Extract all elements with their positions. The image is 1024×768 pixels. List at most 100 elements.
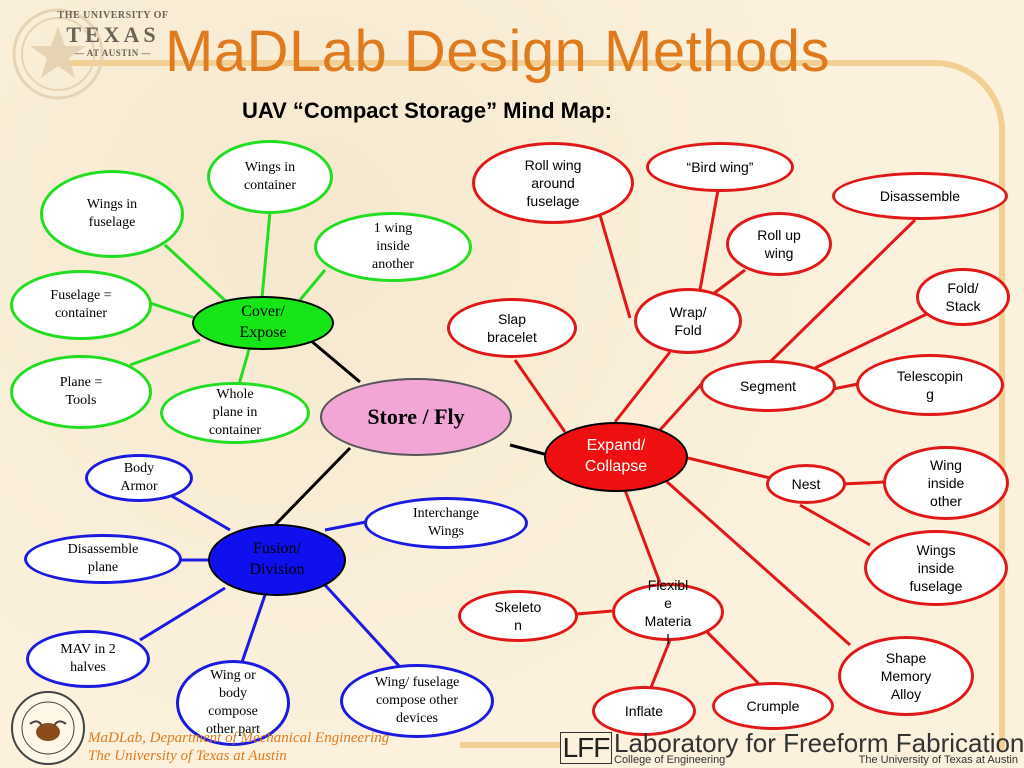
node-text: Armor bbox=[120, 479, 158, 494]
node-mav-in-2-halves: MAV in 2 halves bbox=[26, 630, 150, 688]
hub-expand-line2: Collapse bbox=[584, 458, 648, 475]
connector-wrap-bird-wing bbox=[698, 189, 720, 291]
node-nest: Nest bbox=[766, 464, 846, 504]
connector-cover-wings-fuselage bbox=[163, 243, 232, 307]
connector-fusion-body-armor bbox=[169, 493, 231, 532]
node-text: n bbox=[514, 617, 522, 633]
hub-fusion-line1: Fusion/ bbox=[252, 540, 301, 558]
node-text: halves bbox=[70, 660, 106, 675]
node-text: Disassemble bbox=[879, 187, 961, 204]
node-wings-in-fuselage: Wings in fuselage bbox=[40, 170, 184, 258]
connector-nest-wing-inside bbox=[841, 480, 886, 486]
connector-flexible-inflate bbox=[648, 639, 672, 691]
node-segment: Segment bbox=[700, 360, 836, 412]
node-text: fuselage bbox=[88, 215, 136, 230]
ut-seal-icon bbox=[12, 8, 104, 100]
connector-expand-nest bbox=[687, 456, 771, 480]
lab-university: The University of Texas at Austin bbox=[858, 754, 1018, 766]
lff-logo-text: LFF bbox=[559, 732, 613, 764]
node-text: Wings bbox=[916, 541, 956, 558]
node-text: Body bbox=[123, 460, 155, 476]
connector-expand-slap bbox=[513, 359, 567, 433]
footer-madlab-line2: The University of Texas at Austin bbox=[88, 748, 287, 764]
connector-cover-wings-container bbox=[260, 211, 272, 299]
node-text: MAV in 2 bbox=[60, 641, 116, 657]
node-inflate: Inflate bbox=[592, 686, 696, 736]
node-text: Inflate bbox=[624, 702, 664, 719]
node-text: “Bird wing” bbox=[686, 158, 754, 175]
connector-fusion-mav bbox=[139, 586, 226, 642]
slide-subtitle: UAV “Compact Storage” Mind Map: bbox=[242, 98, 612, 123]
node-text: Wing or bbox=[210, 667, 256, 683]
node-bird-wing: “Bird wing” bbox=[646, 142, 794, 192]
node-text: devices bbox=[396, 711, 438, 727]
node-text: Tools bbox=[65, 393, 97, 408]
connector-cover-whole-plane bbox=[236, 345, 252, 389]
node-wrap-fold: Wrap/Fold bbox=[634, 288, 742, 354]
connector-fusion-interchange bbox=[324, 520, 367, 532]
node-text: Wings in bbox=[244, 159, 296, 175]
decorative-frame-bottom bbox=[460, 742, 560, 748]
node-text: other part bbox=[205, 722, 261, 738]
node-text: inside bbox=[917, 559, 955, 576]
node-text: Segment bbox=[739, 377, 797, 394]
connector-wrap-roll-wing bbox=[598, 214, 632, 319]
node-plane-tools: Plane = Tools bbox=[10, 355, 152, 429]
node-text: e bbox=[664, 594, 672, 611]
node-text: Alloy bbox=[890, 686, 922, 703]
connector-fusion-wing-body bbox=[238, 594, 267, 669]
node-text: Wings in bbox=[86, 196, 138, 212]
ut-wordmark-line1: THE UNIVERSITY OF bbox=[57, 10, 169, 21]
node-text: body bbox=[219, 685, 247, 701]
node-fold-stack: Fold/Stack bbox=[916, 268, 1010, 326]
node-text: 1 wing bbox=[373, 220, 413, 236]
connector-expand-flexible bbox=[623, 489, 662, 584]
node-disassemble: Disassemble bbox=[832, 172, 1008, 220]
node-text: Fold/ bbox=[947, 279, 979, 296]
connector-flexible-skeleton bbox=[576, 609, 613, 616]
node-text: g bbox=[926, 386, 934, 402]
ut-wordmark: THE UNIVERSITY OF TEXAS — AT AUSTIN — bbox=[48, 10, 178, 58]
node-skeleton: Skeleto n bbox=[458, 590, 578, 642]
node-text: Skeleto bbox=[494, 598, 542, 615]
node-text: Telescopin bbox=[896, 367, 964, 384]
connector-center-expand bbox=[509, 443, 549, 457]
connector-nest-wings-fuselage bbox=[799, 503, 871, 547]
node-text: Whole bbox=[216, 386, 254, 402]
slide-title: MaDLab Design Methods bbox=[165, 19, 830, 84]
ut-wordmark-line3: — AT AUSTIN — bbox=[75, 48, 151, 58]
node-text: Wrap/ bbox=[669, 303, 707, 320]
node-text: inside bbox=[927, 474, 965, 491]
ut-wordmark-line2: TEXAS bbox=[66, 22, 160, 47]
node-telescoping: Telescopin g bbox=[856, 354, 1004, 416]
node-fuselage-container: Fuselage =container bbox=[10, 270, 152, 340]
node-text: container bbox=[208, 423, 262, 439]
center-node-label: Store / Fly bbox=[367, 403, 465, 429]
hub-expand-collapse: Expand/Collapse bbox=[544, 422, 688, 492]
node-text: Plane = bbox=[59, 374, 103, 390]
node-text: Wing bbox=[930, 456, 962, 473]
lff-logo-icon: LFF bbox=[559, 731, 613, 765]
connector-center-cover bbox=[309, 338, 361, 384]
node-text: around bbox=[531, 174, 575, 191]
node-text: other bbox=[930, 493, 962, 510]
connector-flexible-crumple bbox=[703, 628, 762, 687]
department-seal-icon bbox=[11, 691, 85, 765]
decorative-frame bbox=[60, 60, 1005, 750]
node-text: Disassemble bbox=[67, 541, 139, 557]
node-text: Slap bbox=[497, 310, 527, 327]
hub-cover-line1: Cover/ bbox=[241, 303, 285, 321]
node-text: Fold bbox=[674, 322, 702, 338]
node-text: Roll wing bbox=[524, 156, 582, 173]
node-text: Crumple bbox=[746, 697, 800, 714]
node-text: Roll up bbox=[757, 226, 801, 243]
